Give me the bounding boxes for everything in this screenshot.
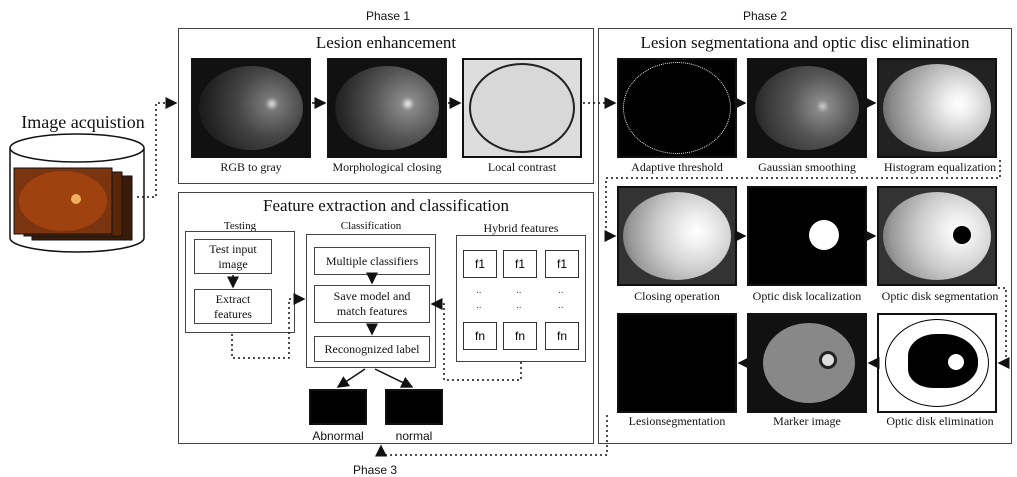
ellipsis: .. bbox=[476, 285, 482, 296]
extract-features-label: Extract features bbox=[214, 292, 252, 321]
local-contrast-caption: Local contrast bbox=[487, 160, 557, 174]
lesion-segmentation-caption: Lesionsegmentation bbox=[628, 414, 726, 428]
phase-3-label: Phase 3 bbox=[353, 463, 398, 477]
feature-f1-2: f1 bbox=[503, 250, 537, 278]
image-acquisition-title: Image acquistion bbox=[21, 112, 145, 132]
ellipsis: .. bbox=[558, 285, 564, 296]
ellipsis: .. bbox=[516, 300, 522, 311]
recognized-label-box: Reconognized label bbox=[314, 336, 430, 362]
optic-disk-elimination-image bbox=[877, 313, 997, 413]
adaptive-threshold-image bbox=[617, 58, 737, 158]
abnormal-label: Abnormal bbox=[312, 429, 364, 443]
multiple-classifiers-box: Multiple classifiers bbox=[314, 247, 430, 275]
ellipsis: .. bbox=[558, 300, 564, 311]
phase-1-label: Phase 1 bbox=[366, 9, 411, 23]
test-input-image-box: Test input image bbox=[194, 239, 272, 274]
test-input-image-label: Test input image bbox=[209, 242, 257, 271]
feature-fn-1: fn bbox=[463, 322, 497, 350]
rgb-to-gray-caption: RGB to gray bbox=[220, 160, 282, 174]
feature-fn-2: fn bbox=[503, 322, 537, 350]
gaussian-smoothing-image bbox=[747, 58, 867, 158]
closing-operation-caption: Closing operation bbox=[634, 289, 720, 303]
recognized-label-text: Reconognized label bbox=[324, 342, 420, 356]
normal-label: normal bbox=[395, 429, 433, 443]
classification-title: Classification bbox=[340, 220, 402, 232]
adaptive-threshold-caption: Adaptive threshold bbox=[631, 160, 723, 174]
optic-disk-segmentation-caption: Optic disk segmentation bbox=[881, 289, 999, 303]
normal-image bbox=[385, 389, 443, 425]
save-model-label: Save model and match features bbox=[333, 289, 411, 318]
extract-features-box: Extract features bbox=[194, 289, 272, 324]
ellipsis: .. bbox=[516, 285, 522, 296]
morphological-closing-image bbox=[327, 58, 447, 158]
rgb-to-gray-image bbox=[191, 58, 311, 158]
feature-f1-1: f1 bbox=[463, 250, 497, 278]
optic-disk-localization-image bbox=[747, 186, 867, 286]
testing-title: Testing bbox=[223, 220, 257, 232]
optic-disk-elimination-caption: Optic disk elimination bbox=[886, 414, 994, 428]
lesion-segmentation-image bbox=[617, 313, 737, 413]
local-contrast-image bbox=[462, 58, 582, 158]
marker-image bbox=[747, 313, 867, 413]
gaussian-smoothing-caption: Gaussian smoothing bbox=[758, 160, 856, 174]
closing-operation-image bbox=[617, 186, 737, 286]
histogram-equalization-image bbox=[877, 58, 997, 158]
feature-f1-3: f1 bbox=[545, 250, 579, 278]
phase-2-label: Phase 2 bbox=[743, 9, 788, 23]
hybrid-features-title: Hybrid features bbox=[483, 221, 559, 235]
feature-extraction-title: Feature extraction and classification bbox=[263, 196, 509, 215]
feature-fn-3: fn bbox=[545, 322, 579, 350]
optic-disk-segmentation-image bbox=[877, 186, 997, 286]
save-model-box: Save model and match features bbox=[314, 285, 430, 323]
morphological-closing-caption: Morphological closing bbox=[332, 160, 442, 174]
segmentation-title: Lesion segmentationa and optic disc elim… bbox=[640, 33, 970, 52]
database-icon bbox=[9, 133, 145, 253]
ellipsis: .. bbox=[476, 300, 482, 311]
optic-disk-localization-caption: Optic disk localization bbox=[752, 289, 862, 303]
histogram-equalization-caption: Histogram equalization bbox=[883, 160, 997, 174]
abnormal-image bbox=[309, 389, 367, 425]
lesion-enhancement-title: Lesion enhancement bbox=[315, 33, 457, 52]
multiple-classifiers-label: Multiple classifiers bbox=[325, 254, 419, 268]
marker-image-caption: Marker image bbox=[773, 414, 841, 428]
